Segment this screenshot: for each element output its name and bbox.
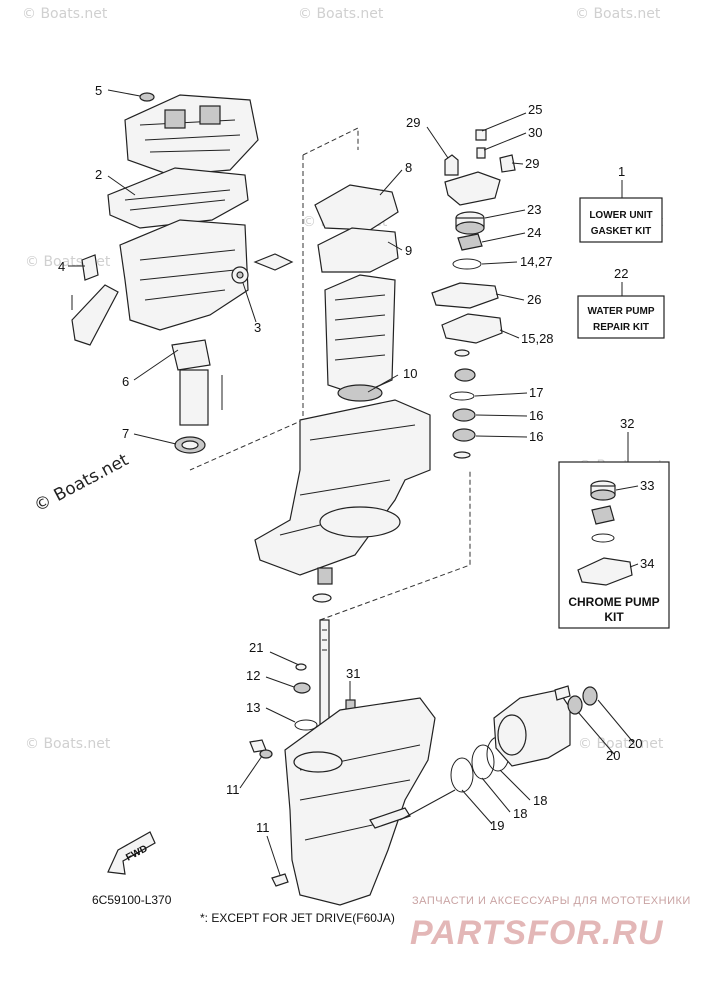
callout-2: 2 bbox=[95, 167, 102, 182]
kit-label-line-2: GASKET KIT bbox=[591, 226, 652, 237]
callout-14-27: 14,27 bbox=[520, 254, 553, 269]
callout-15-28: 15,28 bbox=[521, 331, 554, 346]
brand-logo: PARTSFOR.RU bbox=[410, 914, 664, 952]
callout-5: 5 bbox=[95, 83, 102, 98]
brand-watermark: ЗАПЧАСТИ И АКСЕССУАРЫ ДЛЯ МОТОТЕХНИКИ PA… bbox=[410, 895, 691, 952]
callout-32: 32 bbox=[620, 416, 634, 431]
kit-box-chrome-pump: CHROME PUMP KIT bbox=[558, 432, 670, 629]
callout-1: 1 bbox=[618, 164, 625, 179]
kit-box-lower-unit-gasket: LOWER UNIT GASKET KIT bbox=[579, 180, 663, 243]
watermark-text: © Boats.net bbox=[298, 6, 384, 22]
callout-11: 11 bbox=[226, 782, 240, 797]
callout-16: 16 bbox=[529, 429, 543, 444]
lower-casing-assembly bbox=[189, 127, 471, 621]
callout-6: 6 bbox=[122, 374, 129, 389]
kit-label-line-1: WATER PUMP bbox=[587, 306, 654, 317]
callout-18: 18 bbox=[513, 806, 527, 821]
watermark-text: © Boats.net bbox=[578, 736, 664, 752]
callout-20: 20 bbox=[628, 736, 642, 751]
callout-7: 7 bbox=[122, 426, 129, 441]
kit-box-water-pump-repair: WATER PUMP REPAIR KIT bbox=[577, 282, 665, 339]
callout-30: 30 bbox=[528, 125, 542, 140]
watermark-text: © Boats.net bbox=[22, 6, 108, 22]
callout-9: 9 bbox=[405, 243, 412, 258]
callout-numbers: 5 2 4 3 6 7 8 9 10 29 25 30 29 23 24 14,… bbox=[58, 83, 654, 835]
callout-10: 10 bbox=[403, 366, 417, 381]
callout-23: 23 bbox=[527, 202, 541, 217]
callout-20: 20 bbox=[606, 748, 620, 763]
gearcase-assembly: FWD bbox=[107, 619, 598, 906]
callout-26: 26 bbox=[527, 292, 541, 307]
callout-11: 11 bbox=[256, 820, 270, 835]
callout-17: 17 bbox=[529, 385, 543, 400]
callout-29: 29 bbox=[406, 115, 420, 130]
callout-12: 12 bbox=[246, 668, 260, 683]
kit-label-line-2: REPAIR KIT bbox=[593, 322, 649, 333]
footnote: *: EXCEPT FOR JET DRIVE(F60JA) bbox=[200, 911, 395, 925]
fwd-arrow-icon bbox=[107, 831, 156, 875]
callout-24: 24 bbox=[527, 225, 541, 240]
callout-21: 21 bbox=[249, 640, 263, 655]
callout-19: 19 bbox=[490, 818, 504, 833]
callout-34: 34 bbox=[640, 556, 654, 571]
upper-mount-assembly bbox=[71, 92, 294, 454]
callout-16: 16 bbox=[529, 408, 543, 423]
water-pump-stack bbox=[431, 129, 516, 459]
watermark-text: © Boats.net bbox=[575, 6, 661, 22]
diagram-code: 6C59100-L370 bbox=[92, 893, 172, 907]
kit-label-line-1: CHROME PUMP bbox=[568, 595, 659, 609]
callout-8: 8 bbox=[405, 160, 412, 175]
kit-label-line-1: LOWER UNIT bbox=[589, 210, 652, 221]
brand-subtitle: ЗАПЧАСТИ И АКСЕССУАРЫ ДЛЯ МОТОТЕХНИКИ bbox=[412, 895, 691, 907]
leader-lines bbox=[68, 89, 639, 876]
callout-13: 13 bbox=[246, 700, 260, 715]
callout-3: 3 bbox=[254, 320, 261, 335]
watermark-large: © Boats.net bbox=[31, 450, 132, 517]
callout-22: 22 bbox=[614, 266, 628, 281]
callout-31: 31 bbox=[346, 666, 360, 681]
callout-4: 4 bbox=[58, 259, 65, 274]
watermark-text: © Boats.net bbox=[25, 736, 111, 752]
kit-label-line-2: KIT bbox=[604, 610, 624, 624]
callout-33: 33 bbox=[640, 478, 654, 493]
callout-29: 29 bbox=[525, 156, 539, 171]
callout-18: 18 bbox=[533, 793, 547, 808]
callout-25: 25 bbox=[528, 102, 542, 117]
watermark-text: © Boats.net bbox=[25, 254, 111, 270]
